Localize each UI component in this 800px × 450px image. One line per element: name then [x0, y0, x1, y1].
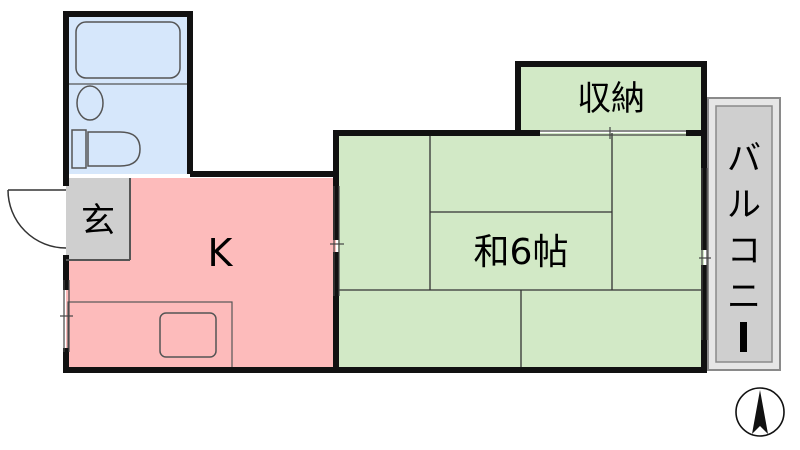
balcony-char-2: ル — [727, 185, 761, 225]
kitchen-label: K — [208, 231, 234, 275]
bathtub-icon — [75, 21, 181, 79]
balcony — [707, 97, 781, 371]
sliding-doors — [60, 127, 711, 352]
interior-partitions — [66, 178, 131, 261]
entrance: 玄 — [66, 178, 130, 260]
entrance-label: 玄 — [81, 201, 115, 241]
tatami-room-label: 和6帖 — [474, 232, 569, 273]
kitchen-sink-icon — [159, 312, 217, 358]
storage-label: 収納 — [577, 79, 645, 119]
balcony-char-4: ニ — [727, 277, 761, 317]
sink-icon — [76, 85, 104, 121]
kitchen-counter — [67, 301, 233, 369]
balcony-char-5 — [740, 322, 747, 352]
bathroom — [66, 14, 190, 174]
balcony-label: バ ル コ ニ — [727, 139, 761, 352]
balcony-char-3: コ — [727, 231, 761, 271]
tatami-mat-lines — [338, 133, 704, 370]
north-arrow-icon — [735, 387, 785, 437]
storage: 収納 — [518, 64, 704, 130]
walls — [63, 11, 707, 373]
balcony-char-1: バ — [727, 139, 761, 179]
tatami-room: 和6帖 — [338, 133, 704, 370]
entrance-door — [7, 189, 67, 249]
toilet-icon — [71, 129, 141, 169]
